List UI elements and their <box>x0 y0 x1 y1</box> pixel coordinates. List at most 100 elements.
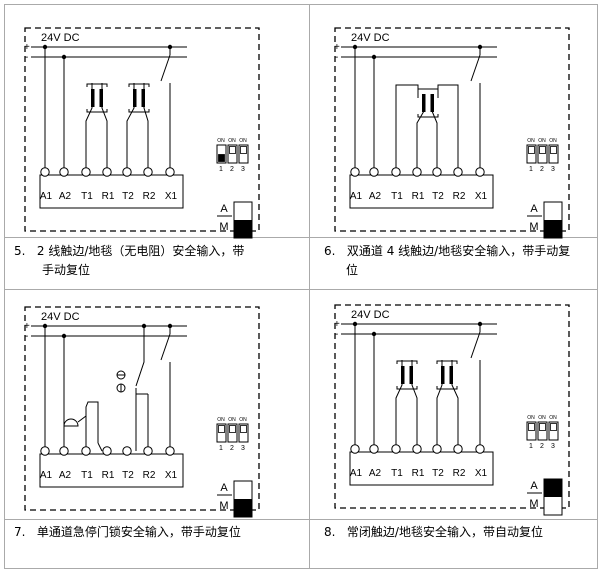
terminal-label-t2: T2 <box>432 191 444 202</box>
terminal-label-a1: A1 <box>40 191 53 202</box>
minus-label: - <box>335 52 338 63</box>
mat-plate <box>441 366 445 384</box>
mode-label-manual: M <box>529 221 538 233</box>
terminal-label-r1: R1 <box>412 468 425 479</box>
supply-voltage-label: 24V DC <box>351 309 390 321</box>
mat-bracket <box>436 360 458 364</box>
dip-number-label: 1 <box>529 166 533 173</box>
mat-plate <box>133 89 137 107</box>
terminal-screw-a2 <box>369 167 379 177</box>
dip-switch-lever <box>550 146 557 154</box>
terminal-block <box>349 174 494 209</box>
terminal-screw-x1 <box>165 167 175 177</box>
module-frame <box>24 306 260 511</box>
terminal-label-a2: A2 <box>369 191 382 202</box>
mat-plate <box>141 89 145 107</box>
terminal-label-t2: T2 <box>122 191 134 202</box>
caption-number: 8. <box>324 525 336 539</box>
mode-selector-lever <box>544 479 562 497</box>
module-frame <box>24 27 260 232</box>
terminal-screw-t1 <box>81 167 91 177</box>
dip-number-label: 1 <box>219 166 223 173</box>
terminal-screw-r1 <box>102 446 112 456</box>
door-contact-blade <box>135 326 145 387</box>
dip-switch-3 <box>548 421 559 441</box>
mode-label-auto: A <box>530 480 538 492</box>
plus-label: + <box>24 321 30 332</box>
terminal-label-a2: A2 <box>59 191 72 202</box>
terminal-screw-t1 <box>391 444 401 454</box>
dip-number-label: 3 <box>551 166 555 173</box>
estop-mushroom-icon <box>63 418 79 427</box>
terminal-screw-r2 <box>143 446 153 456</box>
mat-bracket <box>417 88 439 92</box>
caption-number: 6. <box>324 244 336 258</box>
mat-plate <box>449 366 453 384</box>
terminal-label-t1: T1 <box>81 191 93 202</box>
mat-bracket <box>417 114 439 118</box>
terminal-label-r1: R1 <box>102 191 115 202</box>
terminal-label-x1: X1 <box>165 191 178 202</box>
terminal-screw-r2 <box>143 167 153 177</box>
dip-switch-lever <box>550 423 557 431</box>
terminal-label-t1: T1 <box>391 468 403 479</box>
terminal-screw-x1 <box>165 446 175 456</box>
terminal-screw-t1 <box>391 167 401 177</box>
dip-switch-lever <box>229 146 236 154</box>
module-frame <box>334 304 570 509</box>
safety-mat-symbol <box>396 360 418 390</box>
terminal-screw-t2 <box>122 446 132 456</box>
dip-switch-3 <box>238 144 249 164</box>
mat-lead <box>437 84 459 172</box>
caption-text: 2 线触边/地毯（无电阻）安全输入，带 <box>36 244 245 258</box>
terminal-screw-t2 <box>432 167 442 177</box>
dip-switch-1 <box>526 421 537 441</box>
dip-switch-lever <box>539 423 546 431</box>
mode-selector-lever <box>544 220 562 238</box>
dip-number-label: 3 <box>241 166 245 173</box>
dip-number-label: 2 <box>540 443 544 450</box>
terminal-screw-r1 <box>412 167 422 177</box>
dip-number-label: 2 <box>540 166 544 173</box>
terminal-label-r2: R2 <box>453 191 466 202</box>
dip-on-label: ON <box>538 138 546 144</box>
mat-lead <box>395 84 419 172</box>
safety-mat-symbol <box>86 83 108 113</box>
dip-switch-2 <box>227 423 238 443</box>
estop-actuator <box>77 415 87 423</box>
dip-on-label: ON <box>549 415 557 421</box>
dip-switch-2 <box>537 421 548 441</box>
terminal-label-x1: X1 <box>475 191 488 202</box>
dip-switch-1 <box>216 144 227 164</box>
estop-contact <box>97 442 103 452</box>
terminal-screw-t2 <box>432 444 442 454</box>
caption-text: 常闭触边/地毯安全输入，带自动复位 <box>346 525 543 539</box>
caption-text-cont: 手动复位 <box>42 263 91 277</box>
terminal-label-x1: X1 <box>165 470 178 481</box>
mode-selector-lever <box>234 220 252 238</box>
dip-on-label: ON <box>239 138 247 144</box>
caption-7: 7. 单通道急停门锁安全输入，带手动复位 <box>14 523 299 542</box>
terminal-screw-a2 <box>369 444 379 454</box>
mode-label-auto: A <box>530 203 538 215</box>
minus-label: - <box>335 329 338 340</box>
dip-on-label: ON <box>228 138 236 144</box>
caption-text-cont: 位 <box>346 263 359 277</box>
dip-number-label: 1 <box>219 445 223 452</box>
mat-plate <box>422 94 426 112</box>
mat-lead <box>431 110 438 172</box>
mat-bracket <box>86 83 108 87</box>
mat-bracket <box>436 386 458 390</box>
terminal-label-a1: A1 <box>350 468 363 479</box>
mode-label-auto: A <box>220 203 228 215</box>
dip-switch-lever <box>229 425 236 433</box>
mat-bracket <box>128 109 150 113</box>
mode-selector-lever <box>234 499 252 517</box>
dip-number-label: 2 <box>230 166 234 173</box>
dip-on-label: ON <box>239 417 247 423</box>
safety-mat-symbol <box>128 83 150 113</box>
dip-on-label: ON <box>538 415 546 421</box>
terminal-screw-a2 <box>59 167 69 177</box>
